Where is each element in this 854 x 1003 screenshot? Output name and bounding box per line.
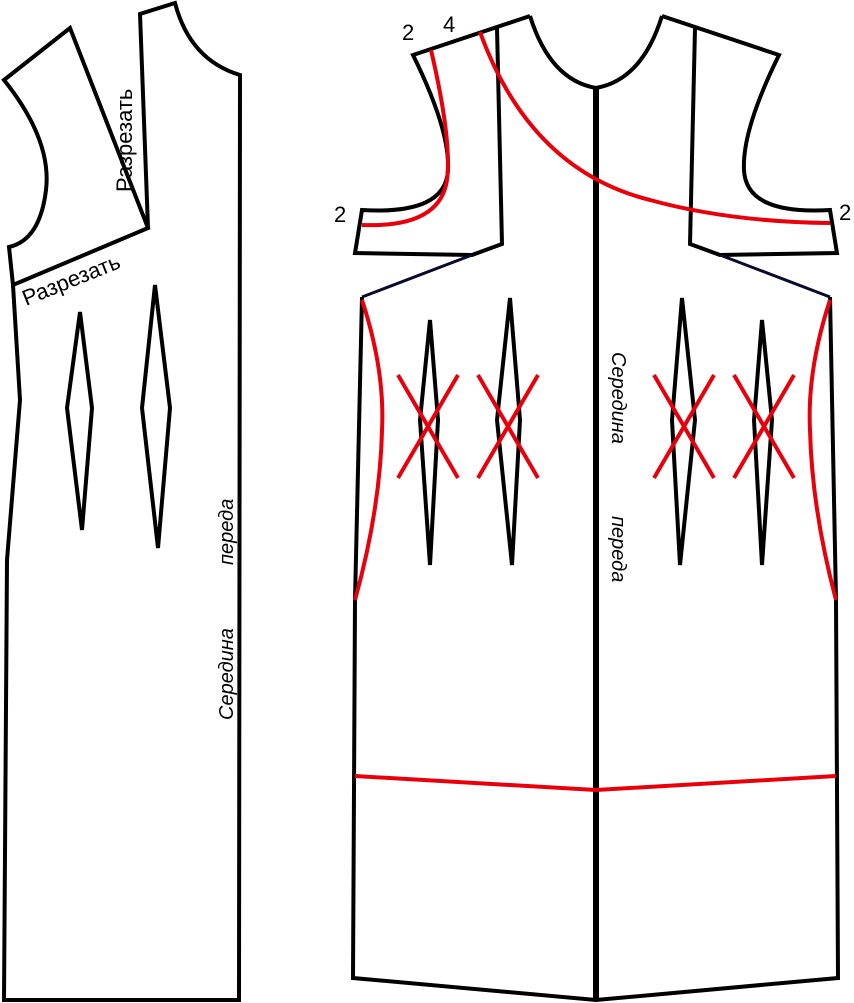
center-front-label-word2: переда <box>607 516 629 582</box>
left-yoke-outline <box>352 14 531 258</box>
left-shoulder-line <box>361 253 473 299</box>
right-yoke-outline <box>661 14 840 258</box>
dart <box>669 297 698 566</box>
center-front-label-word2: переда <box>216 499 238 565</box>
dart-cross-mark <box>732 373 796 480</box>
center-front-label-word1: Середина <box>607 352 629 444</box>
dart <box>417 319 441 566</box>
neckline <box>528 15 664 91</box>
dart <box>494 297 523 566</box>
dart-cross-mark <box>652 373 716 480</box>
hem-line <box>354 774 837 793</box>
red-modifications <box>353 31 838 793</box>
dart <box>139 284 173 549</box>
seam-mark: 2 <box>839 200 851 225</box>
right-shoulder-line <box>719 253 831 299</box>
armhole-offset-line <box>361 49 450 228</box>
diagonal-cut-line <box>478 31 831 225</box>
cut-label-diagonal: Разрезать <box>19 249 124 311</box>
right-pattern-piece: 2 4 2 2 Середина переда <box>334 12 851 1003</box>
center-front-label-word1: Середина <box>216 628 238 720</box>
left-pattern-piece: Разрезать Разрезать переда Середина <box>1 0 243 1002</box>
dart-cross-mark <box>476 373 540 480</box>
seam-mark: 2 <box>334 202 346 227</box>
dart <box>751 319 775 566</box>
seam-mark: 2 <box>402 20 414 45</box>
right-side-curve <box>807 299 838 601</box>
left-side-curve <box>353 299 385 601</box>
dart-cross-mark <box>396 373 460 480</box>
dart <box>64 311 95 531</box>
cut-label-vertical: Разрезать <box>112 89 137 192</box>
side-flap-outline <box>1 24 151 288</box>
left-piece-outline <box>1 0 243 1002</box>
seam-mark: 4 <box>443 12 455 37</box>
